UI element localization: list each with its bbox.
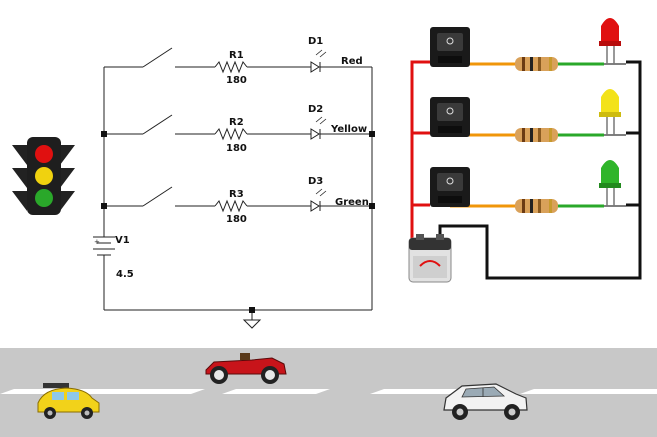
resistor-r3-ref: R3 <box>229 189 244 200</box>
diode-d2-ref: D2 <box>308 104 323 115</box>
yellow-beetle-car-icon <box>37 383 100 419</box>
diode-d3-ref: D3 <box>308 176 323 187</box>
battery-icon <box>408 234 452 283</box>
resistor-2-icon <box>515 128 558 142</box>
green-led-icon <box>599 160 621 206</box>
resistor-r2-value: 180 <box>226 143 247 154</box>
source-v1-ref: V1 <box>115 235 130 246</box>
diode-d1-ref: D1 <box>308 36 323 47</box>
rocker-switch-2-icon <box>430 97 470 137</box>
svg-text:+: + <box>94 238 100 246</box>
red-lamp <box>35 145 53 163</box>
traffic-light-icon <box>12 137 75 215</box>
red-led-icon <box>599 18 621 64</box>
road-scene <box>0 348 657 437</box>
resistor-r3-value: 180 <box>226 214 247 225</box>
rocker-switch-3-icon <box>430 167 470 207</box>
white-hatchback-car-icon <box>443 383 528 420</box>
resistor-1-icon <box>515 57 558 71</box>
diode-d3-label: Green <box>335 197 369 208</box>
diode-d1-label: Red <box>341 56 363 67</box>
resistor-r1-ref: R1 <box>229 50 244 61</box>
green-lamp <box>35 189 53 207</box>
schematic-diagram <box>93 47 373 329</box>
source-v1-value: 4.5 <box>116 269 134 280</box>
rocker-switch-1-icon <box>430 27 470 67</box>
yellow-led-icon <box>599 89 621 135</box>
resistor-3-icon <box>515 199 558 213</box>
diode-d2-label: Yellow <box>330 124 367 135</box>
resistor-r2-ref: R2 <box>229 117 244 128</box>
resistor-r1-value: 180 <box>226 75 247 86</box>
yellow-lamp <box>35 167 53 185</box>
red-vintage-racer-car-icon <box>205 353 287 384</box>
